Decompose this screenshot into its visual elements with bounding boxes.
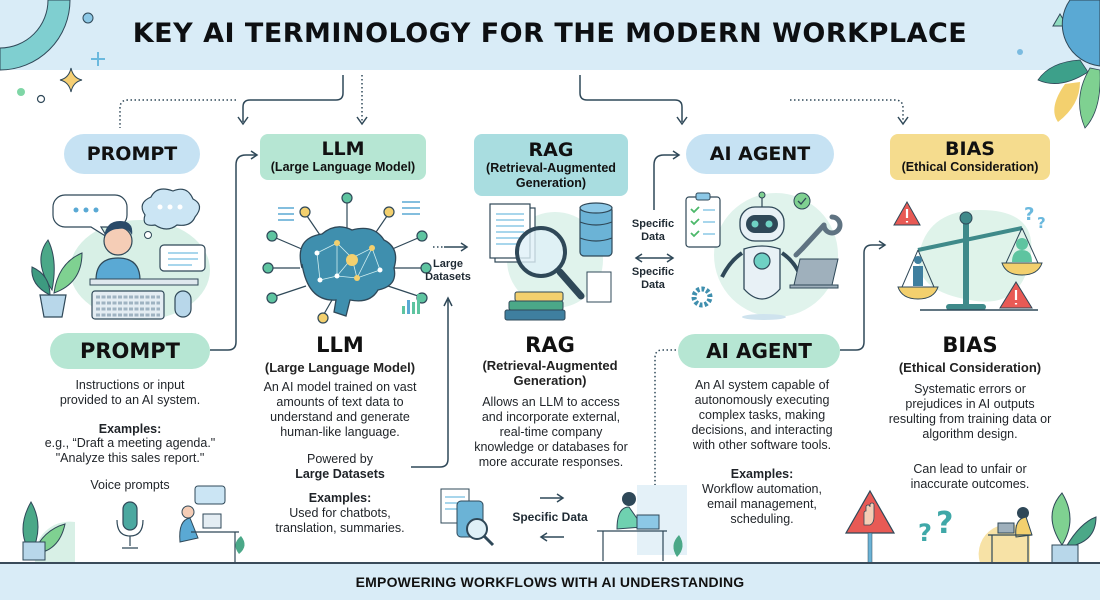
rag-badge-sublabel: (Retrieval-Augmented Generation) (486, 160, 616, 190)
prompt-voice-label: Voice prompts (90, 478, 170, 492)
svg-text:?: ? (1024, 204, 1034, 225)
llm-examples-label: Examples: (308, 491, 372, 505)
person-at-desk-illustration (31, 188, 210, 320)
leaf-decoration (1017, 0, 1100, 129)
teal-arc-decoration (0, 0, 71, 71)
svg-text:?: ? (918, 519, 932, 547)
rag-subtitle: (Retrieval-Augmented Generation) (482, 358, 618, 388)
specific-data-label-2: Specific Data (631, 266, 675, 291)
llm-title: LLM (316, 333, 364, 357)
llm-badge-top: LLM (Large Language Model) (260, 134, 426, 180)
bar-chart-icon (402, 294, 420, 314)
prompt-example-2: "Analyze this sales report." (55, 451, 205, 465)
bias-badge-sublabel: (Ethical Consideration) (901, 160, 1039, 174)
llm-powered-label: Powered by (306, 452, 373, 466)
warning-icon-bottom (999, 281, 1033, 309)
bias-bottom-illustration: ?? (844, 489, 1097, 564)
question-marks-icon: ?? (1024, 204, 1046, 232)
footer-banner: EMPOWERING WORKFLOWS WITH AI UNDERSTANDI… (0, 562, 1100, 600)
database-icon (579, 202, 613, 257)
message-icon (159, 244, 206, 272)
rag-description: Allows an LLM to access and incorporate … (474, 395, 628, 469)
ai-agent-badge-label: AI AGENT (709, 142, 811, 165)
wrench-icon (793, 214, 843, 258)
sparkle-icon (59, 67, 83, 93)
llm-powered-value: Large Datasets (295, 467, 385, 481)
ai-agent-title: AI AGENT (706, 338, 812, 363)
rag-retrieval-illustration (489, 202, 613, 321)
ai-agent-examples-label: Examples: (730, 467, 794, 481)
bias-consequence: Can lead to unfair or inaccurate outcome… (910, 462, 1030, 491)
specific-data-bottom-label: Specific Data (512, 510, 588, 524)
ai-agent-example-1: Workflow automation, email management, s… (702, 482, 822, 526)
stop-sign-icon (844, 489, 896, 564)
mouse-icon (174, 290, 192, 318)
books-icon (504, 291, 566, 321)
voice-prompt-illustration (22, 485, 245, 562)
prompt-examples-label: Examples: (98, 422, 162, 436)
header-banner (0, 0, 1100, 70)
bias-badge-label: BIAS (945, 138, 995, 160)
robot-illustration (685, 191, 843, 320)
specific-data-label-1: Specific Data (631, 218, 675, 243)
warning-icon-top (893, 200, 921, 226)
prompt-badge-top: PROMPT (64, 134, 200, 174)
footer-tagline: EMPOWERING WORKFLOWS WITH AI UNDERSTANDI… (355, 574, 745, 590)
magnifier-icon (515, 226, 585, 300)
ai-agent-description: An AI system capable of autonomously exe… (691, 378, 833, 452)
bias-badge-top: BIAS (Ethical Consideration) (890, 134, 1050, 180)
laptop-icon (789, 258, 839, 289)
balance-scale-illustration: ?? (893, 200, 1046, 311)
svg-text:?: ? (1037, 214, 1046, 232)
rag-bottom-illustration (440, 485, 687, 561)
llm-description: An AI model trained on vast amounts of t… (263, 380, 417, 439)
robot-icon (720, 191, 802, 300)
clipboard-icon (685, 192, 721, 248)
gear-icon (691, 286, 713, 308)
llm-example-1: Used for chatbots, translation, summarie… (275, 506, 405, 535)
prompt-title: PROMPT (79, 338, 181, 363)
bias-subtitle: (Ethical Consideration) (898, 360, 1042, 375)
prompt-description: Instructions or input provided to an AI … (59, 378, 201, 407)
prompt-badge-title: PROMPT (50, 333, 210, 369)
microphone-icon (116, 501, 144, 549)
rag-badge-label: RAG (528, 138, 574, 161)
neural-brain-illustration (262, 192, 432, 324)
rag-badge-top: RAG (Retrieval-Augmented Generation) (474, 134, 628, 196)
plant-icon (31, 239, 83, 318)
svg-text:?: ? (936, 506, 953, 541)
llm-subtitle: (Large Language Model) (264, 360, 416, 375)
prompt-example-1: e.g., “Draft a meeting agenda." (44, 436, 216, 450)
llm-badge-sublabel: (Large Language Model) (270, 160, 416, 174)
ai-agent-badge-title: AI AGENT (678, 334, 840, 368)
dots-decoration (17, 12, 105, 104)
bias-title: BIAS (942, 333, 998, 357)
ai-agent-badge-top: AI AGENT (686, 134, 834, 174)
rag-title: RAG (525, 333, 575, 357)
check-badge-icon (793, 192, 811, 210)
large-datasets-label: Large Datasets (425, 258, 471, 283)
llm-badge-label: LLM (321, 138, 365, 160)
page-title: KEY AI TERMINOLOGY FOR THE MODERN WORKPL… (132, 18, 968, 49)
bias-description: Systematic errors or prejudices in AI ou… (888, 382, 1052, 441)
prompt-badge-label: PROMPT (86, 142, 178, 165)
